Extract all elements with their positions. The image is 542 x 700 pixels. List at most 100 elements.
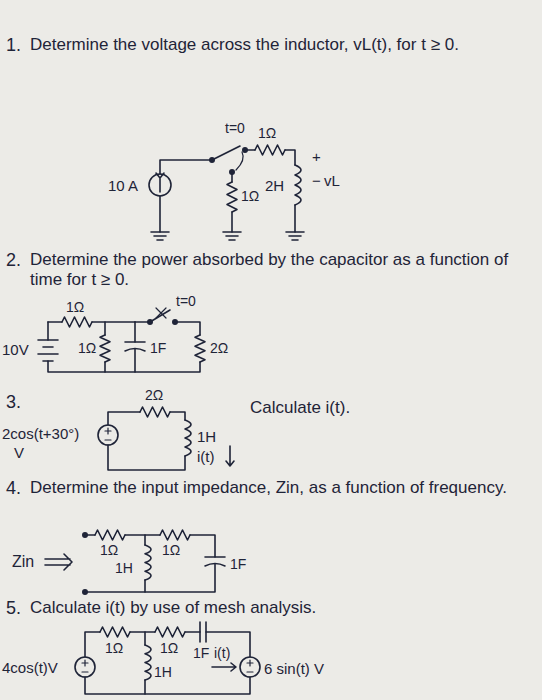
- question-text: Calculate i(t).: [250, 398, 350, 418]
- polarity-mark: [247, 660, 253, 672]
- current-source: [149, 174, 171, 196]
- ground-symbol: [286, 232, 304, 240]
- wire: [108, 412, 140, 425]
- resistor-value: 1Ω: [78, 340, 96, 357]
- inductor-symbol: [145, 545, 151, 580]
- resistor-symbol: [195, 335, 205, 362]
- wire: [92, 321, 135, 323]
- inductor-value: 1H: [115, 560, 133, 577]
- resistor-symbol: [100, 335, 110, 362]
- input-arrow: [45, 554, 72, 570]
- wire: [104, 322, 106, 335]
- switch-mark: [156, 308, 166, 318]
- resistor-value: 1Ω: [160, 640, 178, 657]
- wire: [48, 321, 62, 323]
- resistor-value: 1Ω: [105, 640, 123, 657]
- voltage-name: vL: [324, 172, 340, 190]
- wire: [144, 680, 146, 694]
- wire: [185, 631, 200, 633]
- source-value: 6 sin(t) V: [264, 660, 324, 678]
- polarity-mark: [105, 428, 111, 440]
- wire: [231, 212, 233, 232]
- wire: [108, 445, 185, 470]
- voltage-source: [98, 425, 118, 445]
- problem-number: 4.: [6, 478, 21, 500]
- wire: [130, 631, 155, 633]
- question-text: Calculate i(t) by use of mesh analysis.: [30, 598, 316, 618]
- wire: [231, 172, 233, 182]
- wire: [85, 534, 95, 536]
- switch-time: t=0: [176, 293, 196, 310]
- wire: [175, 322, 200, 335]
- resistor-symbol: [95, 530, 125, 540]
- wire: [160, 160, 212, 174]
- source-value: 10V: [2, 341, 29, 359]
- wire: [134, 322, 136, 342]
- resistor-value: 1Ω: [162, 542, 180, 559]
- wire: [285, 150, 295, 165]
- question-text: Determine the input impedance, Zin, as a…: [30, 478, 520, 498]
- switch-blade: [212, 146, 240, 160]
- switch-arrow: [236, 152, 243, 170]
- voltage-source: [75, 657, 95, 677]
- inductor-symbol: [295, 165, 301, 205]
- wire: [245, 149, 255, 151]
- wire: [144, 535, 146, 545]
- current-arrow: [156, 173, 164, 192]
- question-text: Determine the voltage across the inducto…: [30, 35, 520, 55]
- voltage-source: [240, 657, 260, 677]
- capacitor-value: 1F: [193, 645, 209, 662]
- current-arrow: [226, 446, 234, 466]
- wire: [104, 362, 106, 372]
- polarity-mark: [82, 660, 88, 672]
- resistor-symbol: [140, 407, 170, 417]
- wire: [144, 580, 146, 592]
- ground-symbol: [223, 232, 241, 240]
- ground-symbol: [151, 232, 169, 240]
- wire: [85, 564, 215, 592]
- wire: [144, 632, 146, 645]
- resistor-symbol: [227, 182, 237, 212]
- question-text: Determine the power absorbed by the capa…: [30, 250, 520, 291]
- resistor-value: 1Ω: [258, 125, 276, 142]
- polarity-sign: +: [312, 148, 321, 166]
- resistor-value: 1Ω: [66, 299, 84, 316]
- capacitor-symbol: [200, 622, 206, 642]
- resistor-symbol: [160, 530, 190, 540]
- wire: [294, 205, 296, 232]
- wire: [47, 322, 49, 340]
- source-value: 2cos(t+30°): [2, 425, 79, 443]
- switch-time: t=0: [225, 120, 245, 137]
- inductor-value: 1H: [197, 428, 216, 446]
- current-name: i(t): [214, 645, 230, 662]
- resistor-symbol: [62, 317, 92, 327]
- wire: [134, 349, 136, 372]
- wire: [85, 632, 100, 657]
- resistor-value: 2Ω: [145, 387, 163, 404]
- resistor-value: 1Ω: [241, 188, 259, 205]
- wire: [125, 534, 160, 536]
- inductor-value: 2H: [265, 177, 284, 195]
- inductor-symbol: [185, 420, 191, 456]
- resistor-value: 1Ω: [100, 542, 118, 559]
- problem-number: 5.: [6, 598, 21, 620]
- problem-number: 3.: [6, 392, 21, 414]
- resistor-symbol: [100, 627, 130, 637]
- current-arrow: [212, 663, 236, 671]
- battery-symbol: [38, 340, 58, 361]
- wire: [170, 412, 185, 420]
- polarity-sign: −: [312, 172, 321, 190]
- capacitor-value: 1F: [150, 340, 166, 357]
- impedance-name: Zin: [12, 552, 34, 571]
- capacitor-value: 1F: [230, 556, 246, 573]
- current-name: i(t): [197, 448, 215, 466]
- inductor-value: 1H: [154, 664, 172, 681]
- wire: [190, 535, 215, 557]
- source-value: 4cos(t)V: [2, 659, 58, 677]
- resistor-value: 2Ω: [210, 340, 228, 357]
- inductor-symbol: [145, 645, 151, 680]
- wire: [159, 196, 161, 232]
- problem-number: 1.: [6, 35, 21, 57]
- source-unit: V: [14, 444, 24, 462]
- wire: [48, 361, 200, 372]
